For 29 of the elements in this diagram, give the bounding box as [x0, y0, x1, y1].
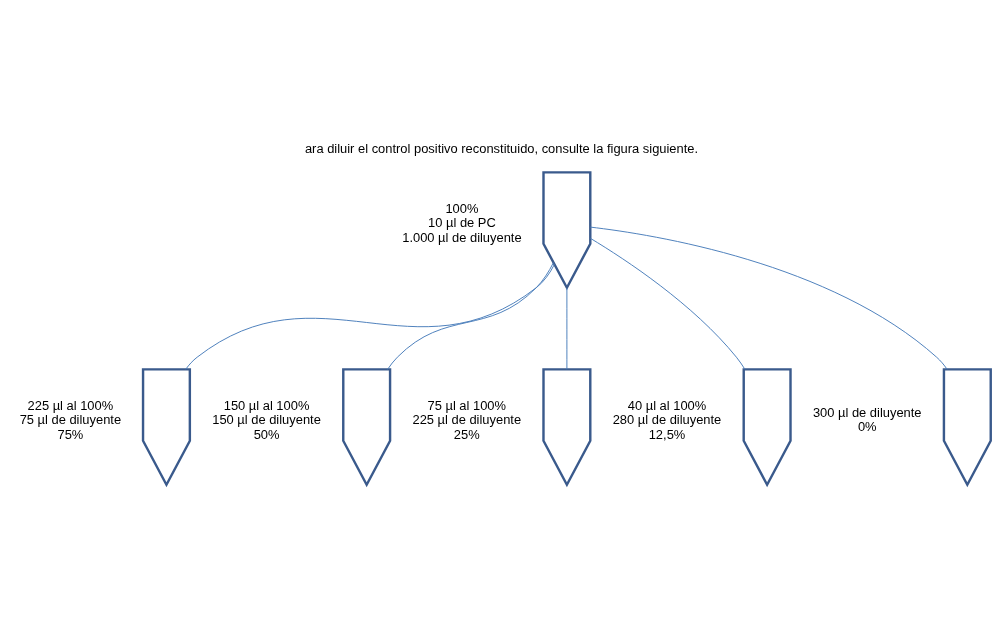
- node-label: 225 µl al 100%: [27, 397, 114, 413]
- node-label: 25%: [453, 426, 480, 442]
- node-label: 75%: [57, 426, 84, 442]
- node-label: 50%: [253, 426, 280, 442]
- node-label: 300 µl de diluyente: [812, 404, 922, 420]
- node-label: 1.000 µl de diluyente: [402, 229, 522, 245]
- node-label: 40 µl al 100%: [627, 397, 707, 413]
- node-tube: [942, 368, 992, 488]
- connector: [387, 262, 554, 370]
- diagram-title: ara diluir el control positivo reconstituido, consulte la figura siguiente.: [304, 140, 699, 156]
- node-tube: [342, 368, 392, 488]
- connector: [589, 226, 948, 370]
- node-label: 280 µl de diluyente: [612, 412, 722, 428]
- node-tube: [141, 368, 192, 488]
- node-label: 150 µl de diluyente: [212, 412, 321, 428]
- connector: [566, 287, 568, 370]
- node-tube: [542, 171, 592, 291]
- connector: [185, 263, 555, 370]
- node-label: 75 µl de diluyente: [19, 412, 122, 428]
- node-label: 225 µl de diluyente: [412, 412, 522, 428]
- node-label: 0%: [857, 419, 877, 435]
- node-label: 10 µl de PC: [428, 215, 496, 231]
- node-label: 75 µl al 100%: [427, 397, 507, 413]
- node-tube: [742, 368, 792, 488]
- node-label: 12,5%: [648, 426, 686, 442]
- node-label: 100%: [445, 200, 479, 216]
- node-tube: [542, 368, 592, 488]
- node-label: 150 µl al 100%: [223, 397, 310, 413]
- connector: [590, 237, 746, 370]
